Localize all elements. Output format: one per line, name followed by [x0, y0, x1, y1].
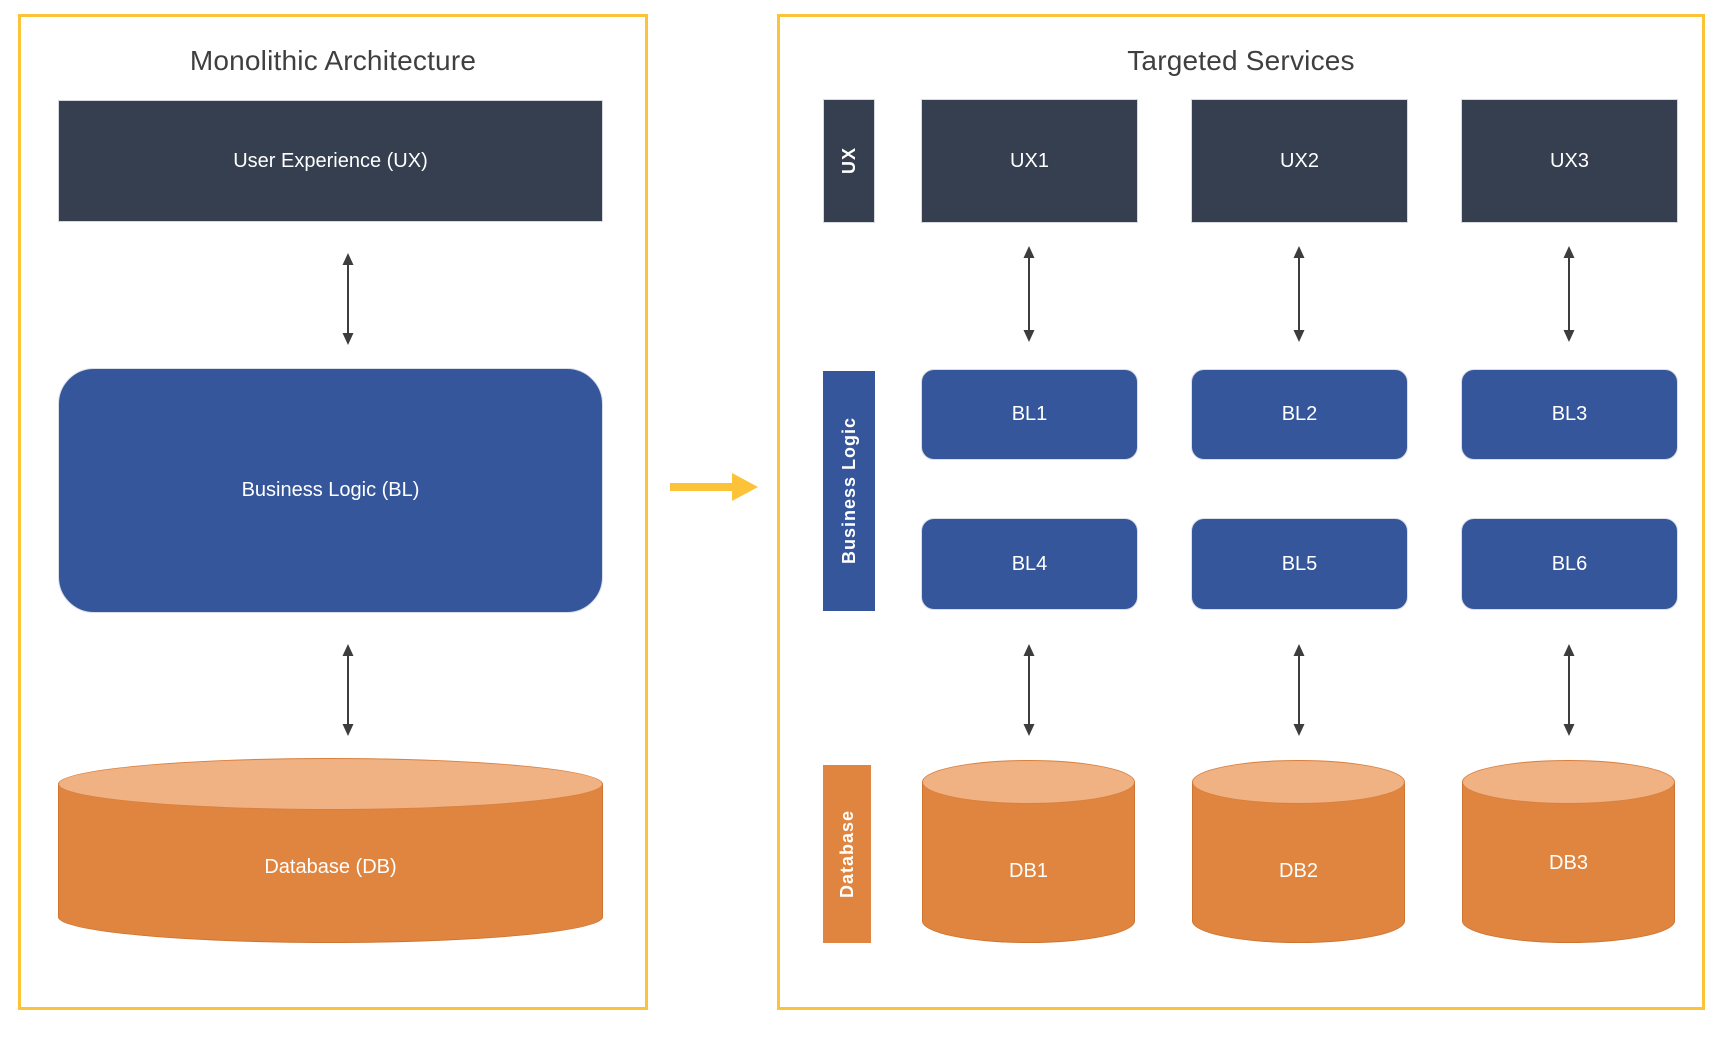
cylinder-body [922, 782, 1135, 943]
bl2-label: BL2 [1281, 403, 1318, 425]
vertical-double-arrow-icon [342, 644, 354, 736]
bl5-box: BL5 [1191, 518, 1408, 610]
bl2-box: BL2 [1191, 369, 1408, 460]
bl5-label: BL5 [1281, 552, 1318, 575]
bl3-label: BL3 [1551, 403, 1588, 425]
vertical-double-arrow-icon [1293, 644, 1305, 736]
vertical-double-arrow-icon [1023, 644, 1035, 736]
cylinder-top [1192, 760, 1405, 804]
cylinder-body [1192, 782, 1405, 943]
ux2-label: UX2 [1280, 149, 1319, 172]
db2-cylinder: DB2 [1192, 760, 1405, 943]
monolith-db-label: Database (DB) [264, 856, 397, 878]
vertical-double-arrow-icon [1563, 246, 1575, 342]
ux-row-label-bar: UX [823, 99, 875, 223]
vertical-double-arrow-icon [342, 253, 354, 345]
vertical-double-arrow-icon [1563, 644, 1575, 736]
ux3-label: UX3 [1550, 149, 1589, 172]
ux1-label: UX1 [1010, 149, 1049, 172]
bl3-box: BL3 [1461, 369, 1678, 460]
monolith-panel: Monolithic Architecture User Experience … [18, 14, 648, 1010]
monolith-panel-title: Monolithic Architecture [189, 45, 477, 76]
database-row-label: Database [836, 809, 857, 899]
bl4-box: BL4 [921, 518, 1138, 610]
cylinder-top [922, 760, 1135, 804]
database-row-label-bar: Database [823, 765, 871, 943]
business-logic-row-label-bar: Business Logic [823, 371, 875, 611]
bl6-label: BL6 [1551, 552, 1588, 575]
services-panel-title: Targeted Services [1127, 45, 1355, 76]
ux2-box: UX2 [1191, 99, 1408, 223]
bl6-box: BL6 [1461, 518, 1678, 610]
bl4-label: BL4 [1011, 552, 1048, 575]
bl1-label: BL1 [1011, 403, 1048, 425]
monolith-ux-box: User Experience (UX) [58, 100, 603, 222]
db3-label: DB3 [1549, 852, 1588, 874]
db3-cylinder: DB3 [1462, 760, 1675, 943]
monolith-db-cylinder: Database (DB) [58, 758, 603, 943]
monolith-bl-box: Business Logic (BL) [58, 368, 603, 613]
ux-row-label: UX [838, 147, 859, 175]
cylinder-body [58, 784, 603, 943]
db2-label: DB2 [1279, 860, 1318, 882]
cylinder-top [58, 758, 603, 810]
db1-label: DB1 [1009, 860, 1048, 882]
transform-arrow-icon [670, 473, 758, 501]
vertical-double-arrow-icon [1023, 246, 1035, 342]
bl1-box: BL1 [921, 369, 1138, 460]
db1-cylinder: DB1 [922, 760, 1135, 943]
monolith-bl-box-label: Business Logic (BL) [241, 479, 420, 501]
ux3-box: UX3 [1461, 99, 1678, 223]
vertical-double-arrow-icon [1293, 246, 1305, 342]
services-panel: Targeted Services UX UX1 UX2 UX3 [777, 14, 1705, 1010]
business-logic-row-label: Business Logic [838, 417, 859, 565]
cylinder-top [1462, 760, 1675, 804]
ux1-box: UX1 [921, 99, 1138, 223]
cylinder-body [1462, 782, 1675, 943]
monolith-ux-box-label: User Experience (UX) [233, 149, 428, 172]
